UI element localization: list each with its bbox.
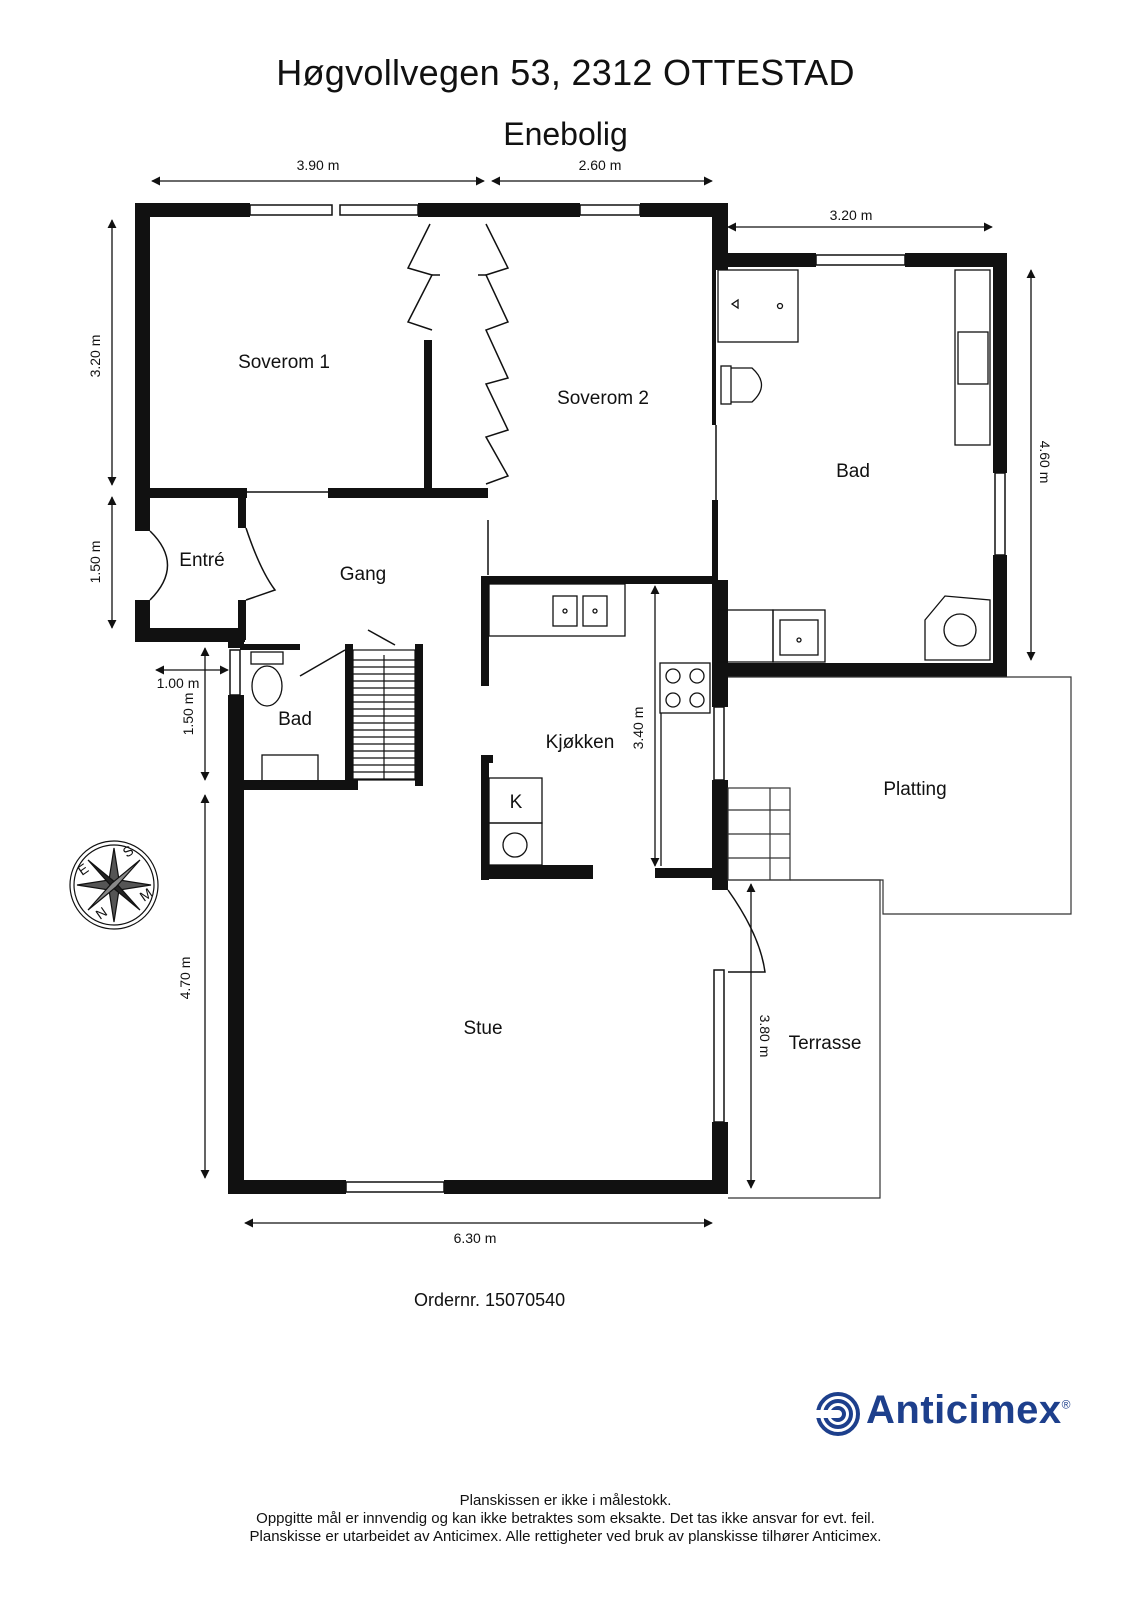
dim-small-h: 1.50 m xyxy=(180,693,196,736)
entrance-door xyxy=(149,527,277,601)
disclaimer-line: Planskissen er ikke i målestokk. xyxy=(459,1492,672,1509)
outdoor-decks xyxy=(727,676,1072,1199)
room-platting: Platting xyxy=(883,779,946,800)
dim-small-w: 1.00 m xyxy=(157,675,200,691)
doors xyxy=(247,425,766,973)
dim-terrasse-h: 3.80 m xyxy=(757,1015,773,1058)
wardrobe xyxy=(406,223,510,485)
room-gang: Gang xyxy=(340,564,386,585)
room-soverom-1: Soverom 1 xyxy=(238,352,330,373)
disclaimer-line: Oppgitte mål er innvendig og kan ikke be… xyxy=(256,1510,875,1527)
dim-top-left: 3.90 m xyxy=(297,157,340,173)
anticimex-logo-icon xyxy=(812,1392,860,1436)
svg-text:S: S xyxy=(120,842,137,860)
walls xyxy=(135,203,1007,1194)
dim-stue-h: 4.70 m xyxy=(177,957,193,1000)
disclaimer: Planskissen er ikke i målestokk. Oppgitt… xyxy=(0,1492,1131,1546)
kitchen-fixtures xyxy=(488,583,711,866)
room-stue: Stue xyxy=(463,1018,502,1039)
interior-stairs xyxy=(352,649,416,781)
order-number: Ordernr. 15070540 xyxy=(414,1290,566,1310)
dim-left-entre: 1.50 m xyxy=(87,541,103,584)
room-bad-small: Bad xyxy=(278,709,312,730)
room-kjokken: Kjøkken xyxy=(546,732,615,753)
dim-bottom: 6.30 m xyxy=(454,1230,497,1246)
dimension-lines xyxy=(107,176,1036,1228)
bath-fixtures xyxy=(250,269,991,782)
room-bad-upper: Bad xyxy=(836,461,870,482)
dim-top-mid: 2.60 m xyxy=(579,157,622,173)
dim-bad-h: 4.60 m xyxy=(1037,441,1053,484)
disclaimer-line: Planskisse er utarbeidet av Anticimex. A… xyxy=(249,1528,882,1545)
plan-address-title: Høgvollvegen 53, 2312 OTTESTAD xyxy=(276,52,855,93)
dim-top-right: 3.20 m xyxy=(830,207,873,223)
room-entre: Entré xyxy=(179,550,224,571)
room-terrasse: Terrasse xyxy=(789,1033,862,1054)
room-soverom-2: Soverom 2 xyxy=(557,388,649,409)
dim-left-upper: 3.20 m xyxy=(87,335,103,378)
plan-type-subtitle: Enebolig xyxy=(503,116,628,152)
kitchen-k-label: K xyxy=(510,792,523,813)
brand-name: Anticimex® xyxy=(866,1388,1072,1432)
compass-icon xyxy=(69,840,159,930)
dim-kitchen-h: 3.40 m xyxy=(630,707,646,750)
svg-text:E: E xyxy=(75,860,92,878)
svg-text:M: M xyxy=(137,885,156,905)
windows xyxy=(229,204,1006,1193)
